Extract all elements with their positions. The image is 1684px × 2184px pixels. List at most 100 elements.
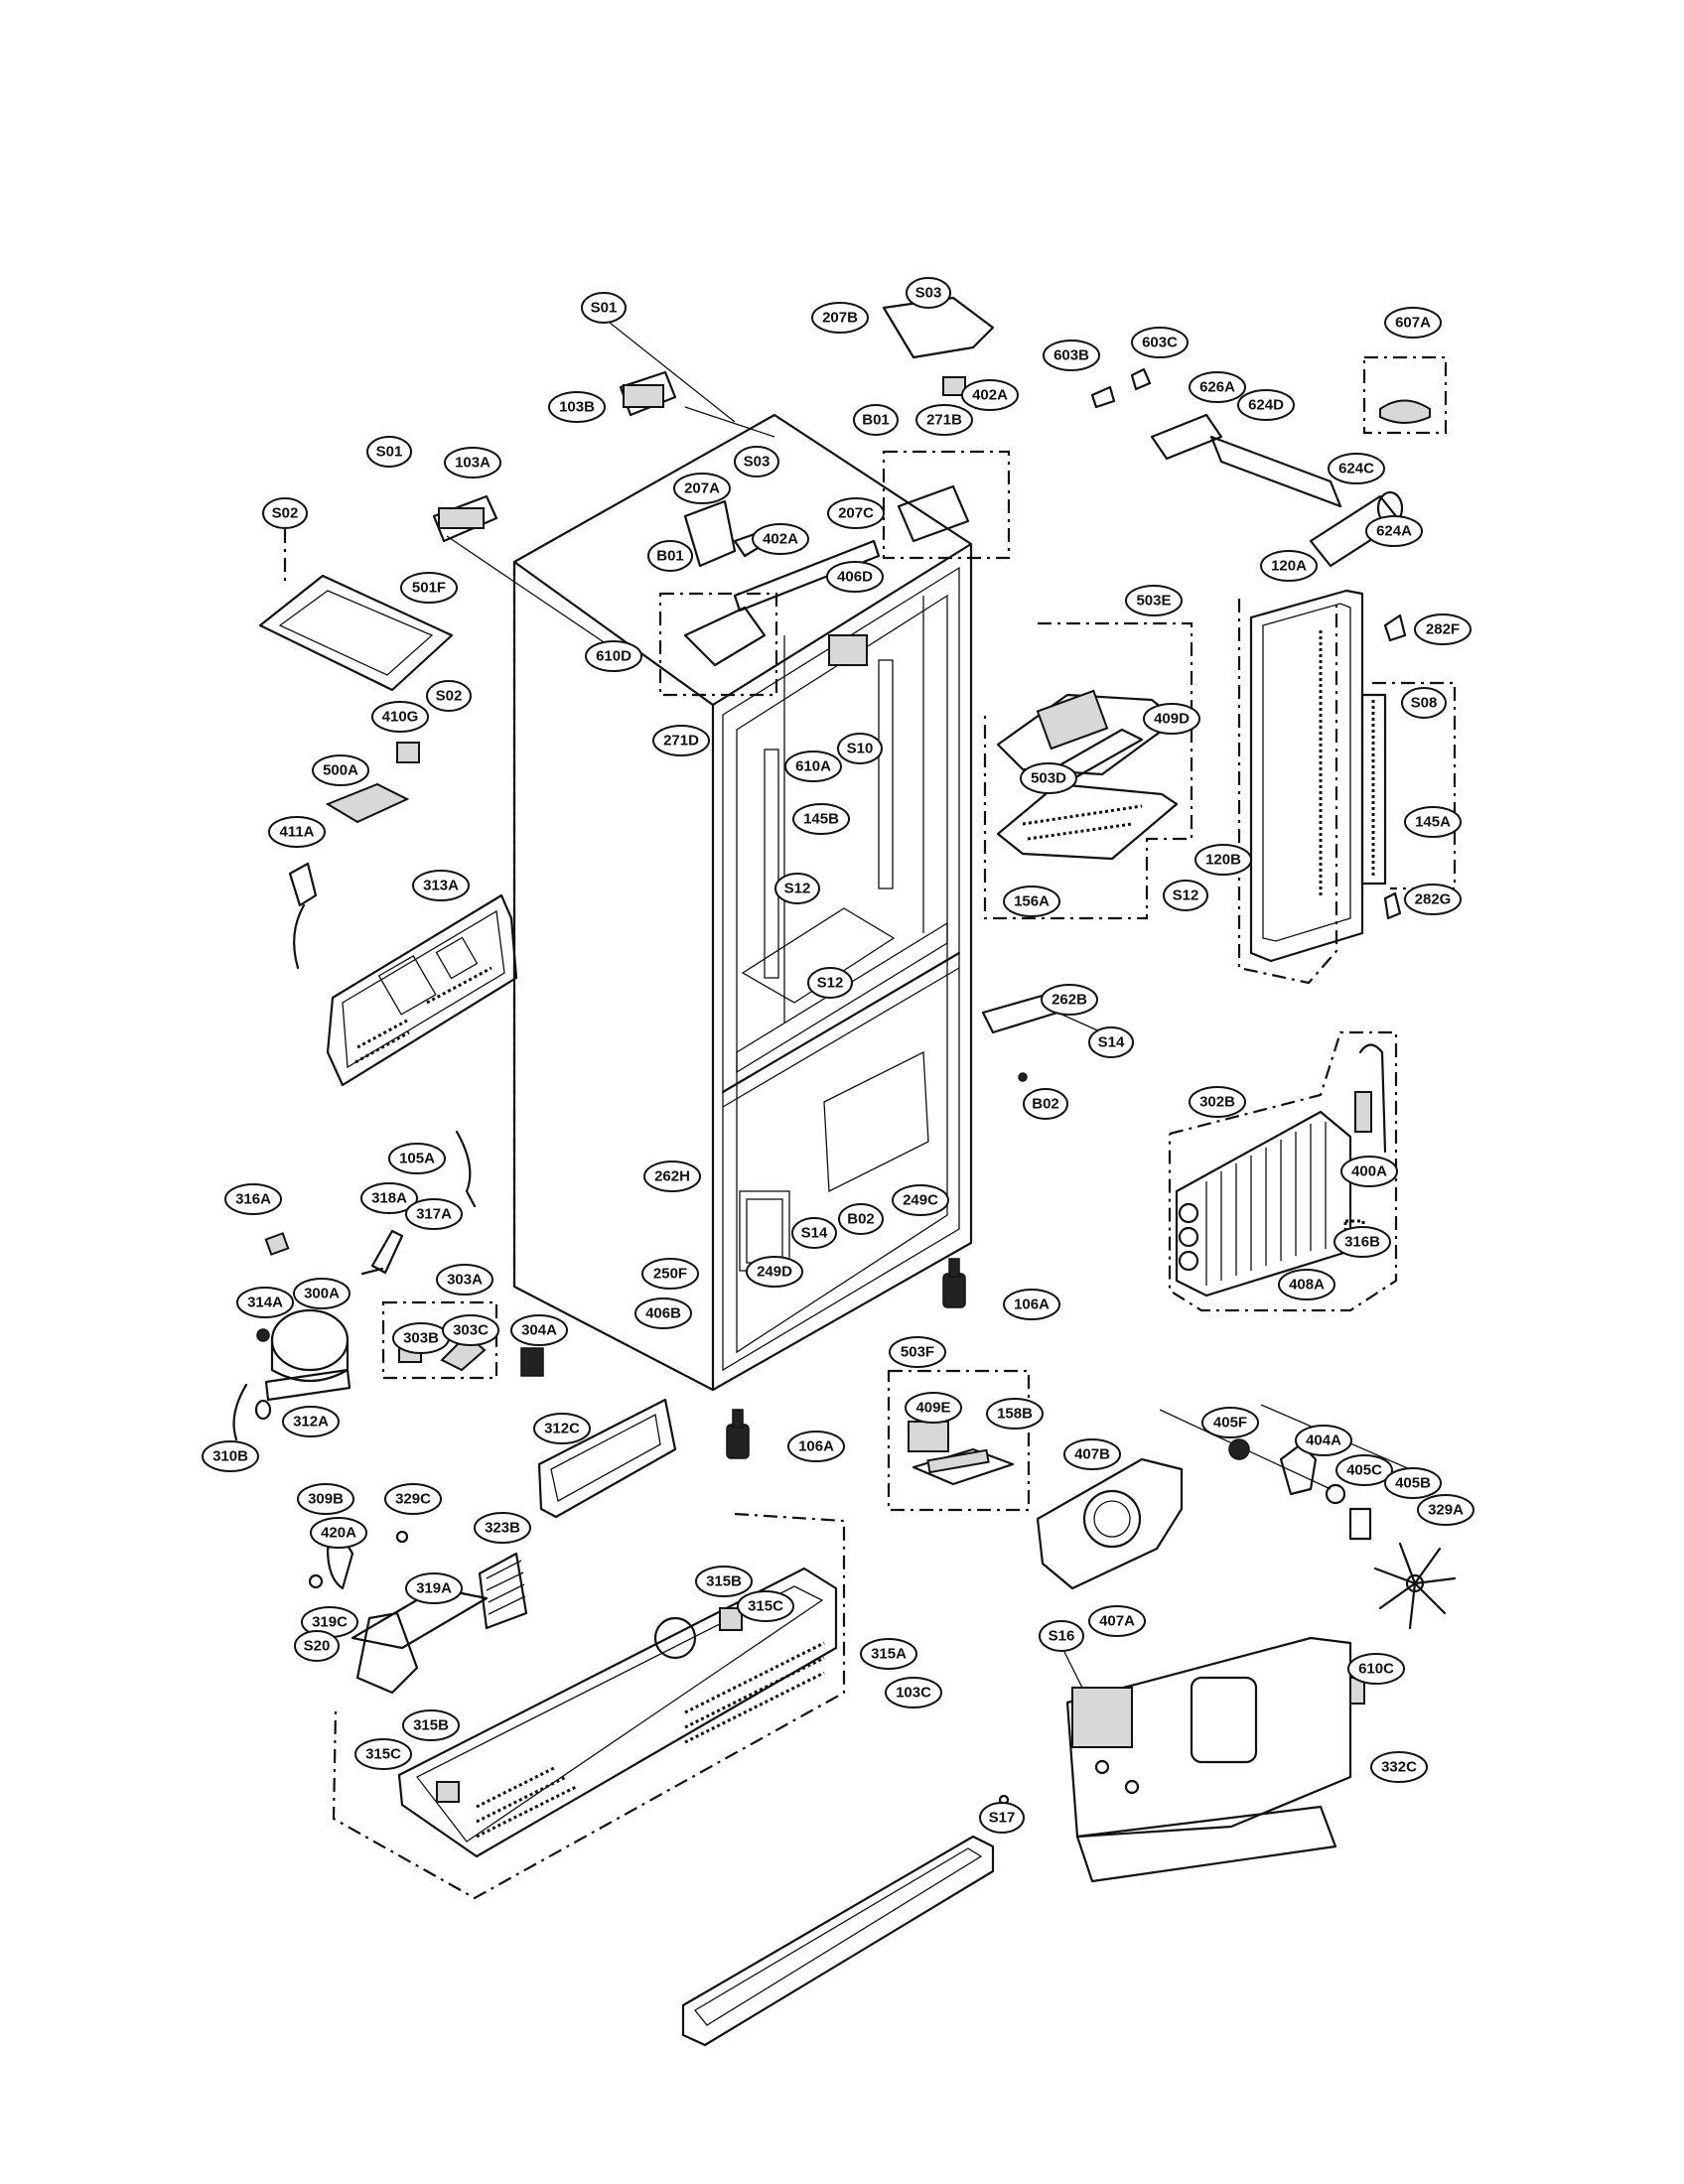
label-bubble [1131, 327, 1189, 358]
label-bubble [1370, 1751, 1428, 1783]
part-label-420a: 420A [310, 1517, 367, 1549]
label-text: 603B [1053, 347, 1089, 364]
part-label-158b: 158B [986, 1398, 1044, 1430]
part-label-300a: 300A [293, 1278, 351, 1309]
part-label-318a: 318A [360, 1182, 418, 1214]
part-label-624c: 624C [1328, 453, 1385, 484]
part-label-310b: 310B [202, 1440, 259, 1472]
label-text: 309B [308, 1491, 344, 1508]
label-bubble [1278, 1269, 1335, 1300]
label-text: 313A [423, 878, 459, 894]
part-label-316b: 316B [1333, 1226, 1391, 1258]
label-bubble [236, 1287, 294, 1318]
crisper-cover [887, 1369, 1031, 1512]
label-bubble [860, 1638, 917, 1670]
part-label-315bb: 315B [402, 1709, 460, 1741]
label-bubble [1189, 371, 1246, 403]
part-label-406d: 406D [826, 561, 884, 593]
label-text: 319C [312, 1614, 348, 1631]
label-text: S10 [847, 741, 874, 757]
label-text: 315A [871, 1646, 907, 1663]
label-bubble [202, 1440, 259, 1472]
label-bubble [787, 1431, 845, 1462]
part-label-282g: 282G [1404, 884, 1462, 915]
rear-cover-panel [326, 893, 518, 1087]
label-text: 315B [413, 1717, 449, 1734]
label-text: S14 [1098, 1034, 1125, 1051]
label-text: 271D [663, 733, 699, 750]
part-label-315a: 315A [860, 1638, 917, 1670]
label-text: 501F [412, 580, 446, 597]
label-bubble [436, 1264, 493, 1296]
top-hinge-assemblies [609, 296, 1011, 697]
label-text: 409E [915, 1400, 950, 1417]
label-bubble [371, 701, 429, 733]
label-bubble [641, 1258, 699, 1290]
part-label-405c: 405C [1335, 1454, 1393, 1486]
part-label-410g: 410G [371, 701, 429, 733]
label-text: B02 [847, 1211, 875, 1228]
label-text: 106A [1014, 1297, 1050, 1313]
part-label-103b: 103B [548, 391, 606, 423]
label-text: 315C [748, 1598, 783, 1615]
label-text: 626A [1199, 379, 1235, 396]
label-bubble [366, 436, 412, 468]
label-text: 610C [1358, 1661, 1394, 1678]
label-bubble [915, 404, 973, 436]
label-text: 323B [485, 1520, 520, 1537]
label-bubble [1384, 1467, 1442, 1499]
label-text: 607A [1395, 315, 1431, 332]
label-text: 503E [1136, 593, 1171, 610]
part-label-309b: 309B [297, 1483, 354, 1515]
part-label-402aa: 402A [961, 379, 1019, 411]
label-bubble [892, 1184, 949, 1216]
part-label-s16: S16 [1039, 1620, 1084, 1652]
label-bubble [1333, 1226, 1391, 1258]
label-bubble [1201, 1407, 1259, 1438]
label-text: 410G [382, 709, 419, 726]
part-label-262b: 262B [1041, 984, 1098, 1016]
label-text: 317A [416, 1206, 452, 1223]
label-bubble [811, 302, 869, 334]
top-left-parts [258, 370, 677, 970]
label-text: 610D [596, 648, 632, 665]
label-text: 300A [304, 1286, 340, 1302]
label-bubble [1328, 453, 1385, 484]
label-bubble [312, 754, 369, 786]
label-text: 303B [403, 1330, 439, 1347]
part-label-106ab: 106A [787, 1431, 845, 1462]
label-bubble [310, 1517, 367, 1549]
part-label-312c: 312C [533, 1413, 591, 1444]
part-label-406b: 406B [634, 1297, 692, 1329]
label-text: 500A [323, 762, 358, 779]
label-text: 402A [972, 387, 1008, 404]
evaporator-unit [1168, 1030, 1398, 1312]
part-label-315ca: 315C [737, 1590, 794, 1622]
part-label-404a: 404A [1295, 1425, 1352, 1456]
label-text: 400A [1351, 1163, 1387, 1180]
part-label-603b: 603B [1043, 340, 1100, 371]
part-label-b02a: B02 [1023, 1088, 1068, 1120]
label-bubble [885, 1677, 942, 1708]
label-bubble [647, 540, 693, 572]
label-text: 282F [1426, 621, 1460, 638]
part-label-315cb: 315C [354, 1738, 412, 1770]
label-bubble [1003, 1289, 1060, 1320]
label-bubble [388, 1143, 446, 1174]
part-label-405b: 405B [1384, 1467, 1442, 1499]
label-bubble [426, 680, 472, 712]
label-bubble [585, 640, 642, 672]
part-label-207b: 207B [811, 302, 869, 334]
evaporator-cover [1237, 589, 1457, 985]
part-label-s02a: S02 [262, 497, 308, 529]
label-text: 103A [455, 455, 491, 472]
label-bubble [1088, 1605, 1146, 1637]
part-label-503e: 503E [1125, 585, 1183, 616]
part-label-120a: 120A [1260, 550, 1318, 582]
label-bubble [354, 1738, 412, 1770]
part-label-405f: 405F [1201, 1407, 1259, 1438]
label-bubble [297, 1483, 354, 1515]
label-bubble [1384, 307, 1442, 339]
part-label-329a: 329A [1417, 1494, 1474, 1526]
part-label-314a: 314A [236, 1287, 294, 1318]
